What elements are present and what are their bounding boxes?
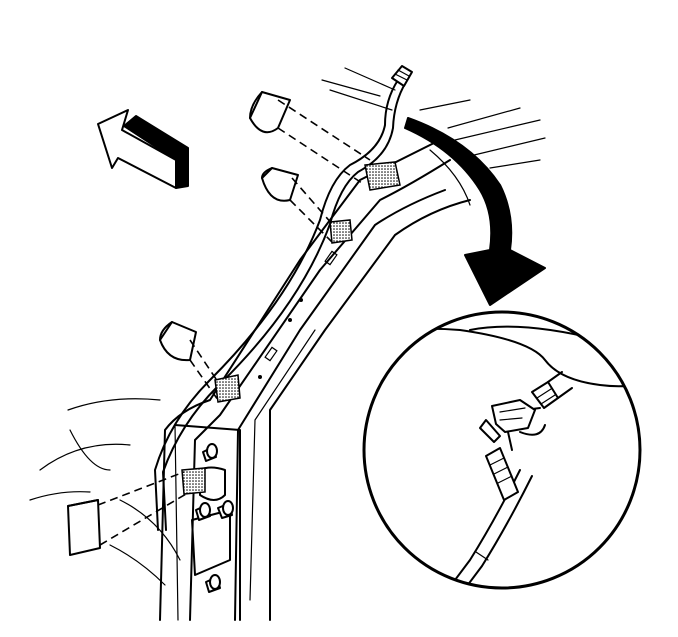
tape-strip-1 [249, 91, 371, 186]
tape-strip-2 [261, 167, 334, 243]
screw-fastener [202, 443, 218, 462]
connector-detail-view [362, 310, 642, 590]
screw-fastener [195, 502, 211, 521]
screw-fastener [205, 574, 221, 593]
tape-strip-3 [159, 321, 219, 401]
tape-pieces [181, 161, 401, 495]
forward-direction-arrow-icon [97, 109, 189, 189]
windshield-pillar [159, 139, 491, 621]
tape-strip-4 [67, 471, 187, 556]
curved-arrow-icon [404, 117, 546, 306]
lower-frame-panel [174, 424, 241, 621]
fasteners [195, 443, 234, 593]
screw-fastener [217, 500, 234, 519]
